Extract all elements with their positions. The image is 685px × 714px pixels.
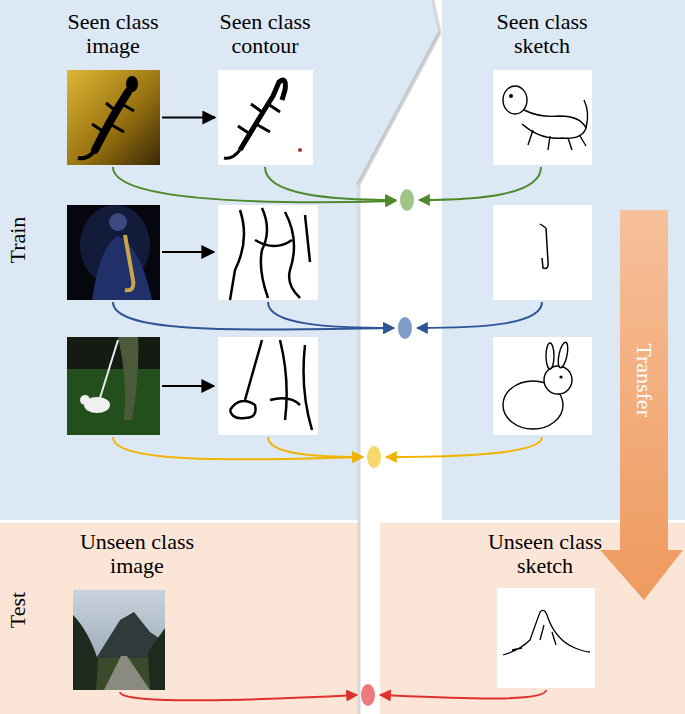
arrow-label: Transfer: [632, 343, 656, 417]
image-panel: Seen class image: [43, 10, 183, 165]
image-frame: [218, 70, 313, 165]
match-arrow: [113, 302, 394, 330]
sketch-frame: [493, 70, 592, 165]
test-ground: [0, 523, 358, 714]
saxophone: [125, 235, 133, 290]
fold-shadow: [358, 32, 440, 185]
train-band: Train Seen class imageSeen class contour S…: [0, 0, 685, 520]
band-label: Test: [6, 592, 30, 628]
sketch-frame: [493, 337, 592, 435]
fold-shadow: [433, 0, 440, 32]
photo-saxophonist: [67, 205, 160, 300]
player-head: [109, 213, 127, 231]
transfer-arrow: Transfer: [598, 210, 685, 600]
photo-dog: [67, 337, 160, 435]
match-arrow: [417, 302, 542, 328]
sketch-lizard-head: [503, 86, 527, 114]
sketch-frame: [493, 205, 592, 300]
panel-heading: Seen class contour: [195, 10, 335, 58]
sketch-rabbit-head: [544, 366, 572, 394]
embedding-point: [400, 189, 414, 211]
panel-heading: Seen class sketch: [472, 10, 612, 58]
fold-shadow: [358, 185, 361, 714]
contour-lizard: [224, 104, 280, 158]
sketch-rabbit-ear: [556, 341, 569, 368]
photo-legs: [118, 337, 138, 420]
contour-frame: [218, 70, 313, 165]
contour-saxophonist: [230, 208, 310, 300]
test-band: Test Unseen class image Unseen class sketc…: [0, 520, 685, 714]
match-arrow: [380, 690, 546, 699]
panel-heading: Unseen class sketch: [470, 530, 620, 578]
extract-arrow: [162, 251, 214, 253]
lizard-legs: [92, 103, 134, 132]
contour-dog: [230, 340, 312, 430]
match-arrow: [120, 692, 357, 700]
photo-landscape: [73, 590, 165, 690]
lizard-body: [95, 92, 128, 150]
photo-lizard: [67, 70, 160, 165]
sketch-saxophone: [540, 224, 548, 268]
match-arrow: [419, 167, 541, 200]
panel-heading: Unseen class image: [62, 530, 212, 578]
photo-trees: [148, 628, 165, 690]
photo-leash: [100, 340, 118, 398]
image-frame: [497, 588, 595, 688]
sketch-rabbit-eye: [559, 375, 562, 378]
photo-trees: [73, 615, 98, 690]
sketch-mountain: [503, 610, 590, 655]
sketch-frame: [497, 588, 595, 688]
embedding-point: [398, 317, 412, 339]
extract-arrow: [162, 117, 215, 119]
sketch-rabbit-ear: [546, 343, 554, 369]
contour-frame: [218, 205, 318, 300]
lizard-tail: [78, 150, 95, 158]
match-arrow: [113, 437, 363, 459]
contour-speck: [298, 148, 302, 152]
match-arrow: [265, 167, 396, 200]
match-arrow: [113, 167, 396, 202]
contour-lizard: [240, 80, 285, 150]
sketch-lizard-eye: [509, 94, 513, 98]
match-arrow: [268, 437, 363, 457]
embedding-point: [361, 684, 375, 706]
embedding-point: [367, 446, 381, 468]
match-arrow: [268, 302, 394, 328]
sketch-lizard-legs: [528, 100, 588, 150]
match-arrow: [386, 437, 542, 457]
photo-dog-head: [80, 395, 90, 405]
lizard-head: [126, 76, 138, 92]
sketch-panel: Unseen class sketch: [470, 530, 620, 688]
sketch-panel: Seen class sketch: [472, 10, 612, 165]
image-frame: [67, 70, 160, 165]
arrow-shape: [600, 210, 683, 600]
photo-road: [104, 656, 150, 690]
image-frame: [493, 70, 592, 165]
contour-frame: [218, 337, 318, 435]
band-label: Train: [6, 217, 30, 264]
image-frame: [73, 590, 165, 690]
extract-arrow: [162, 385, 214, 387]
train-ground: [0, 0, 440, 520]
contour-panel: Seen class contour: [195, 10, 335, 165]
panel-heading: Seen class image: [43, 10, 183, 58]
image-panel: Unseen class image: [62, 530, 212, 690]
player-body: [92, 236, 152, 300]
